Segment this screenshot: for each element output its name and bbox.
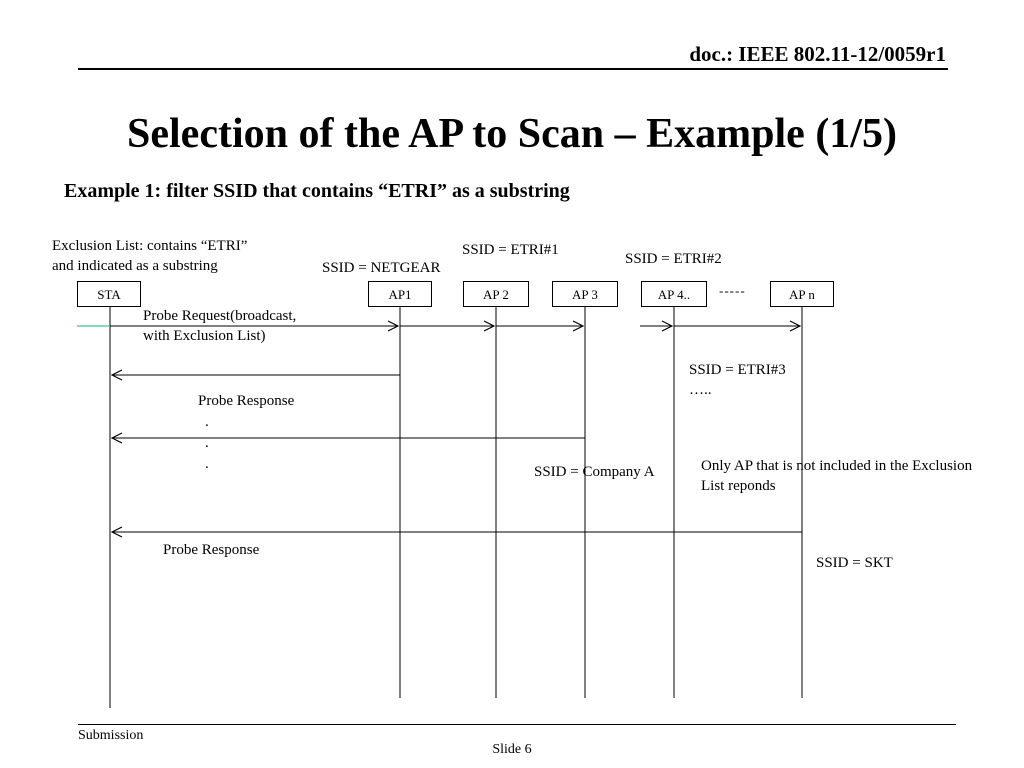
probe-response-label-1: Probe Response [198, 393, 295, 409]
entity-ap2: AP 2 [463, 281, 529, 307]
probe-request-line-1: Probe Request(broadcast, [143, 308, 297, 324]
entity-apn: AP n [770, 281, 834, 307]
slide-number: Slide 6 [492, 742, 532, 757]
ellipsis-dot-1: . [205, 414, 209, 430]
entity-sta: STA [77, 281, 141, 307]
entity-gap-dashes: ----- [719, 283, 746, 298]
entity-ap4: AP 4.. [641, 281, 707, 307]
ssid-company-a-label: SSID = Company A [534, 464, 655, 480]
slide-title: Selection of the AP to Scan – Example (1… [127, 111, 897, 157]
entity-ap1: AP1 [368, 281, 432, 307]
ssid-ap2-label: SSID = ETRI#1 [462, 242, 559, 258]
exclusion-note-line-2: and indicated as a substring [52, 258, 218, 274]
ssid-ap4-line-1: SSID = ETRI#3 [689, 362, 786, 378]
ssid-ap1-label: SSID = NETGEAR [322, 260, 441, 276]
only-ap-responds-note: Only AP that is not included in the Excl… [701, 456, 972, 496]
only-ap-note-line-2: List reponds [701, 478, 776, 494]
entity-ap3: AP 3 [552, 281, 618, 307]
ellipsis-dot-3: . [205, 456, 209, 472]
footer-submission: Submission [78, 728, 144, 743]
ssid-apn-label: SSID = SKT [816, 555, 893, 571]
ssid-ap4-line-2: ….. [689, 382, 712, 398]
slide-subtitle: Example 1: filter SSID that contains “ET… [64, 180, 570, 202]
exclusion-list-note: Exclusion List: contains “ETRI” and indi… [52, 236, 247, 276]
footer-rule [78, 724, 956, 725]
probe-request-line-2: with Exclusion List) [143, 328, 266, 344]
probe-request-label: Probe Request(broadcast, with Exclusion … [143, 306, 296, 346]
ssid-ap3-label: SSID = ETRI#2 [625, 251, 722, 267]
ellipsis-dot-2: . [205, 435, 209, 451]
exclusion-note-line-1: Exclusion List: contains “ETRI” [52, 238, 248, 254]
only-ap-note-line-1: Only AP that is not included in the Excl… [701, 458, 973, 474]
probe-response-label-2: Probe Response [163, 542, 260, 558]
header-rule [78, 68, 948, 70]
document-id: doc.: IEEE 802.11-12/0059r1 [689, 42, 946, 66]
ssid-ap4-label: SSID = ETRI#3 ….. [689, 360, 786, 400]
